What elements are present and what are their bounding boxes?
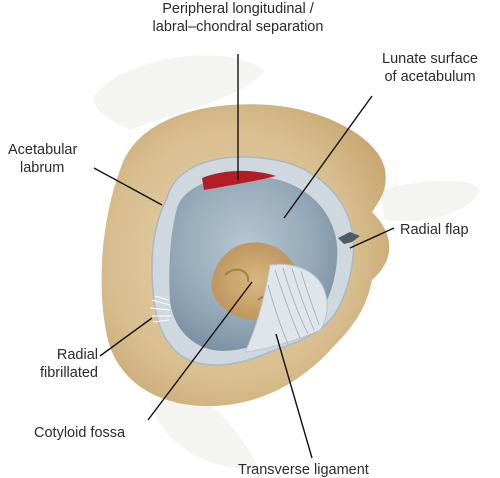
label-transverse-ligament: Transverse ligament — [238, 461, 369, 478]
leader-lines — [93, 54, 395, 459]
label-peripheral-line2: labral–chondral separation — [152, 19, 324, 35]
label-radial-flap: Radial flap — [400, 221, 469, 239]
label-cotyloid-fossa: Cotyloid fossa — [34, 424, 125, 442]
label-acetabular-labrum: Acetabular labrum — [8, 141, 77, 177]
white-bone-right — [380, 180, 480, 222]
label-lunate-surface: Lunate surface of acetabulum — [370, 50, 490, 86]
leader-labrum — [93, 167, 163, 206]
leader-radial-fibrillated — [99, 317, 153, 357]
label-transverse-line1: Transverse ligament — [238, 462, 369, 478]
radial-fibrillated-tear — [149, 295, 171, 323]
leader-cotyloid — [147, 281, 253, 421]
white-bone-bottom — [150, 400, 260, 470]
label-lunate-line1: Lunate surface — [382, 51, 478, 67]
labral-chondral-tear — [202, 170, 276, 190]
label-labrum-line2: labrum — [20, 160, 65, 176]
label-peripheral-longitudinal: Peripheral longitudinal / labral–chondra… — [120, 0, 356, 36]
label-peripheral-line1: Peripheral longitudinal / — [162, 1, 314, 17]
label-radial-flap-line1: Radial flap — [400, 222, 469, 238]
label-radial-fibrillated-line2: fibrillated — [39, 365, 98, 381]
white-bone-upper-left — [94, 55, 265, 130]
label-radial-fibrillated: Radial fibrillated — [10, 346, 98, 382]
label-labrum-line1: Acetabular — [8, 142, 78, 158]
label-radial-fibrillated-line1: Radial — [56, 347, 98, 363]
radial-flap-tear — [338, 232, 360, 244]
leader-transverse — [275, 333, 313, 459]
leader-radial-flap — [349, 227, 395, 249]
ligament-fibers — [267, 267, 320, 345]
leader-lunate — [283, 95, 373, 219]
label-lunate-line2: of acetabulum — [384, 69, 476, 85]
label-cotyloid-line1: Cotyloid fossa — [34, 425, 126, 441]
